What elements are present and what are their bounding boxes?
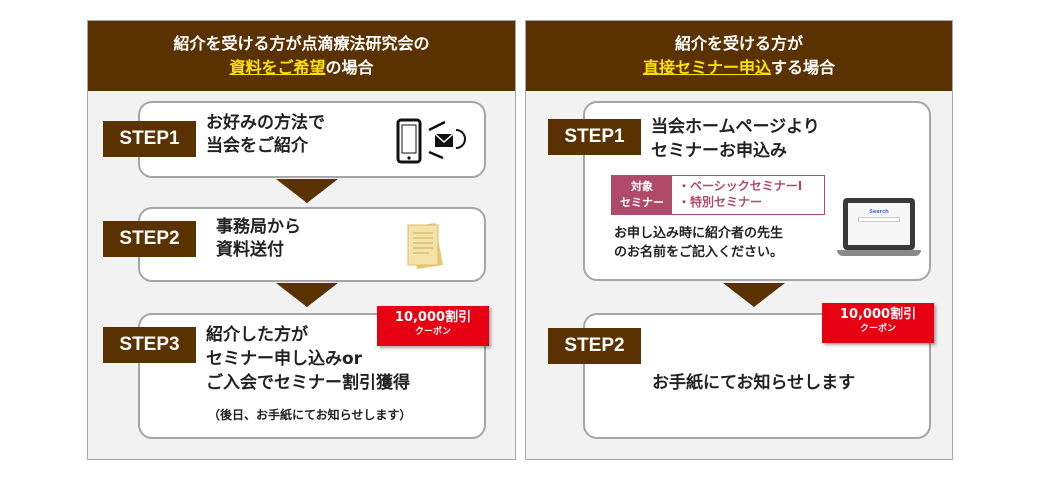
left-header-line1: 紹介を受ける方が点滴療法研究会の (173, 34, 430, 53)
right-coupon-badge: 10,000割引 クーポン (822, 303, 934, 343)
left-panel: 紹介を受ける方が点滴療法研究会の 資料をご希望の場合 STEP1 お好みの方法で… (87, 20, 516, 460)
target-tag-line2: セミナー (620, 196, 664, 209)
left-coupon-label: クーポン (414, 327, 451, 337)
right-arrow-1 (723, 283, 785, 307)
target-item: ・ベーシックセミナーⅠ (678, 179, 803, 193)
left-arrow-1 (276, 179, 338, 203)
left-step3-note: （後日、お手紙にてお知らせします） (208, 408, 412, 422)
right-step1-line2: セミナーお申込み (651, 141, 787, 161)
laptop-search-label: Search (869, 209, 889, 215)
left-step1-line2: 当会をご紹介 (206, 136, 308, 156)
target-tag-line1: 対象 (631, 180, 653, 193)
left-step3-badge: STEP3 (103, 327, 196, 363)
right-step2-badge: STEP2 (548, 328, 641, 364)
left-header-suffix: の場合 (325, 58, 374, 77)
left-step2-line1: 事務局から (216, 217, 301, 237)
laptop-icon: Search (837, 196, 921, 264)
left-header-highlight: 資料をご希望 (229, 58, 326, 77)
right-panel-header: 紹介を受ける方が 直接セミナー申込する場合 (526, 21, 952, 91)
right-step1-badge: STEP1 (548, 119, 641, 155)
documents-icon (407, 223, 443, 269)
target-items-list: ・ベーシックセミナーⅠ ・特別セミナー (678, 178, 802, 210)
right-header-suffix: する場合 (771, 58, 836, 77)
left-step2-line2: 資料送付 (216, 240, 284, 260)
left-arrow-2 (276, 283, 338, 307)
target-item: ・特別セミナー (678, 195, 763, 209)
target-tag: 対象 セミナー (612, 176, 672, 214)
left-step3-line2: セミナー申し込みor (206, 349, 363, 369)
right-coupon-label: クーポン (859, 324, 896, 334)
left-step1-line1: お好みの方法で (206, 113, 325, 133)
left-coupon-amount: 10,000割引 (394, 310, 472, 325)
left-step1-badge: STEP1 (103, 121, 196, 157)
right-header-highlight: 直接セミナー申込 (642, 58, 771, 77)
right-panel: 紹介を受ける方が 直接セミナー申込する場合 STEP1 当会ホームページより セ… (525, 20, 953, 460)
right-header-line1: 紹介を受ける方が (674, 34, 803, 53)
left-panel-header: 紹介を受ける方が点滴療法研究会の 資料をご希望の場合 (88, 21, 515, 91)
right-step1-note-line1: お申し込み時に紹介者の先生 (614, 226, 784, 241)
right-coupon-amount: 10,000割引 (839, 307, 917, 322)
right-step1-line1: 当会ホームページより (651, 117, 820, 137)
left-step3-line1: 紹介した方が (206, 325, 308, 345)
left-coupon-badge: 10,000割引 クーポン (377, 306, 489, 346)
phone-mail-icon (396, 118, 466, 164)
left-step2-badge: STEP2 (103, 221, 196, 257)
target-seminar-box: 対象 セミナー ・ベーシックセミナーⅠ ・特別セミナー (611, 175, 825, 215)
left-step3-line3: ご入会でセミナー割引獲得 (206, 373, 410, 393)
right-step2-text: お手紙にてお知らせします (652, 373, 856, 393)
left-step1-box (138, 101, 486, 178)
right-step1-note-line2: のお名前をご記入ください。 (614, 245, 784, 260)
